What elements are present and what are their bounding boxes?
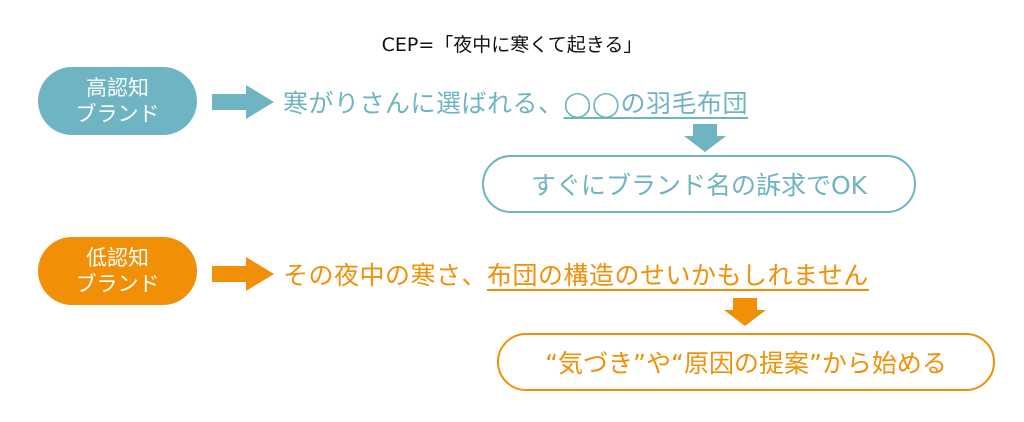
right-arrow-icon xyxy=(212,85,274,119)
right-arrow-icon xyxy=(212,257,274,291)
message-plain: その夜中の寒さ、 xyxy=(283,261,488,290)
pill-label-line2: ブランド xyxy=(75,102,160,126)
down-arrow-icon xyxy=(724,298,766,326)
diagram-title: CEP=「夜中に寒くて起きる」 xyxy=(381,34,643,56)
pill-label-line1: 低認知 xyxy=(86,246,149,270)
low-awareness-message: その夜中の寒さ、布団の構造のせいかもしれません xyxy=(283,256,869,292)
message-underlined: 布団の構造のせいかもしれません xyxy=(487,261,869,290)
high-awareness-brand-pill: 高認知 ブランド xyxy=(38,67,197,135)
message-underlined: ◯◯の羽毛布団 xyxy=(563,89,748,118)
low-awareness-brand-pill: 低認知 ブランド xyxy=(38,237,197,305)
high-awareness-result: すぐにブランド名の訴求でOK xyxy=(482,155,916,213)
high-awareness-message: 寒がりさんに選ばれる、◯◯の羽毛布団 xyxy=(283,84,748,120)
pill-label-line2: ブランド xyxy=(75,272,160,296)
message-plain: 寒がりさんに選ばれる、 xyxy=(283,89,564,118)
pill-label-line1: 高認知 xyxy=(86,76,149,100)
down-arrow-icon xyxy=(684,124,726,152)
low-awareness-result: “気づき”や“原因の提案”から始める xyxy=(497,333,995,391)
